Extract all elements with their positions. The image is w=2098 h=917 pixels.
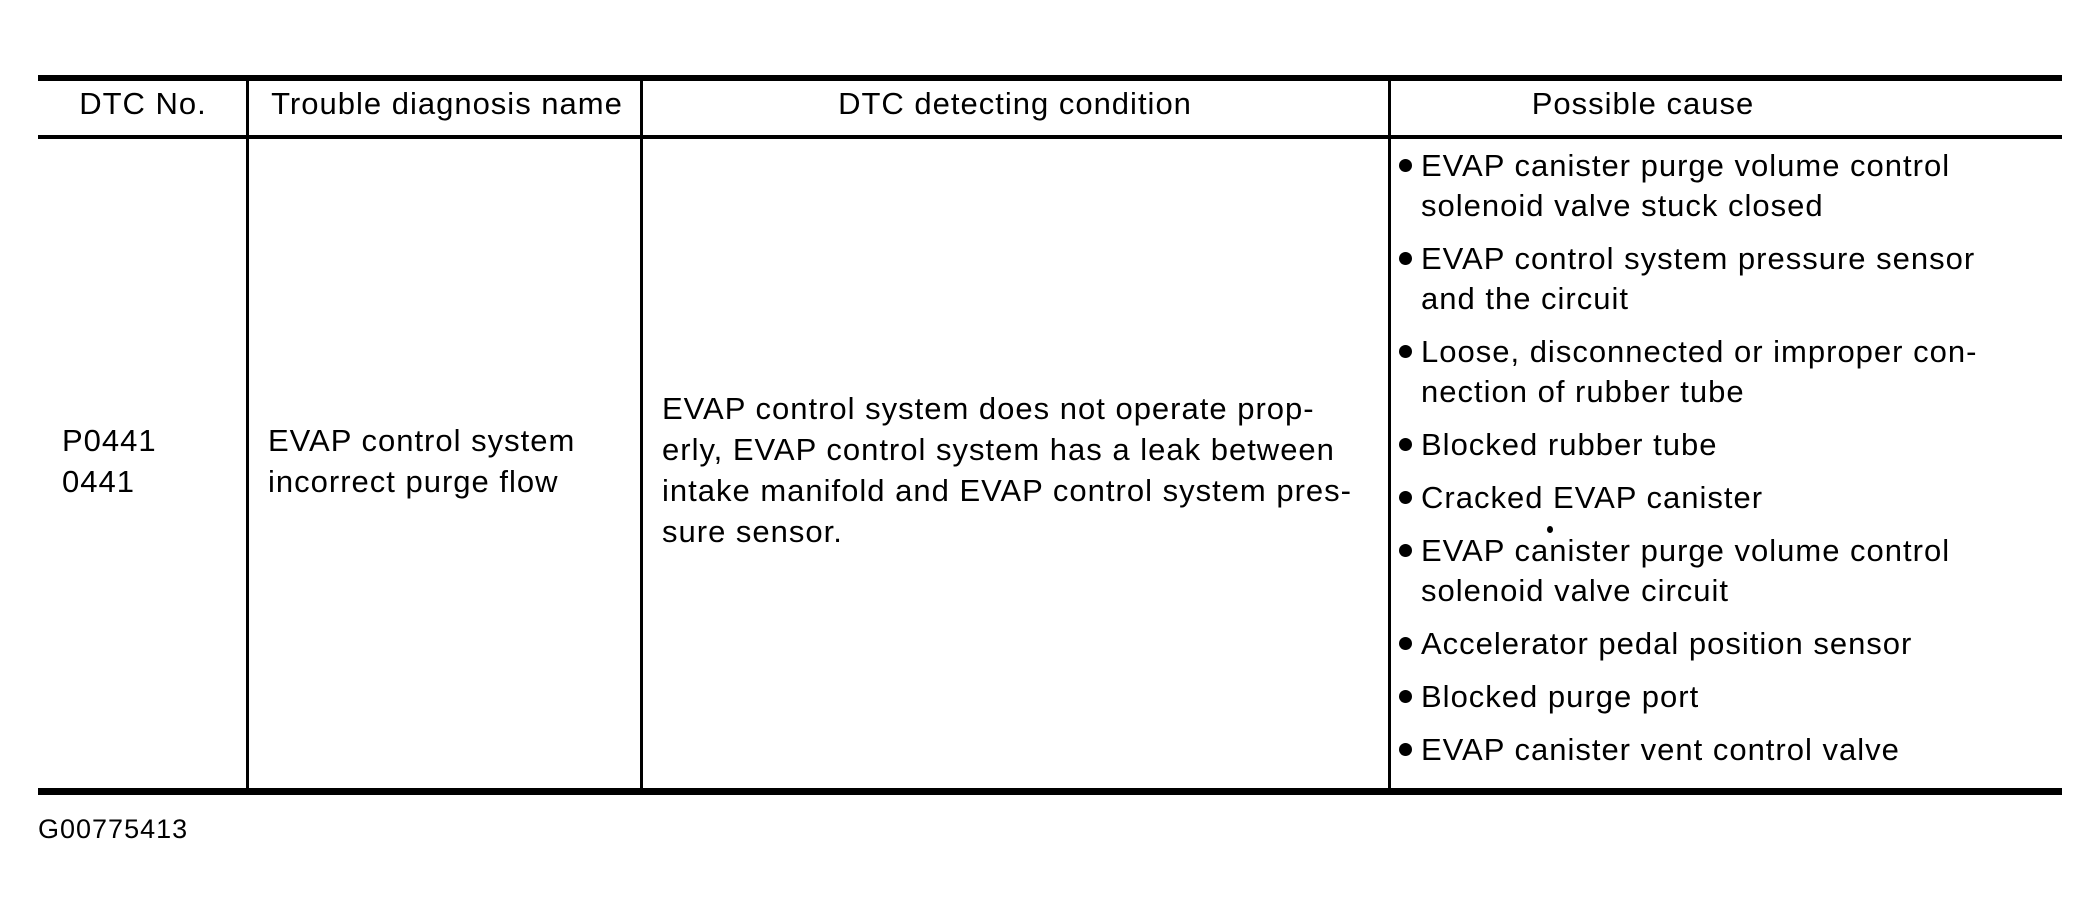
table-bottom-rule bbox=[38, 788, 2062, 795]
cell-dtc-no: P0441 0441 bbox=[62, 423, 157, 499]
possible-cause-text: Cracked EVAP canister bbox=[1421, 480, 1764, 515]
list-item: EVAP canister purge volume control solen… bbox=[1398, 146, 2062, 226]
bullet-icon bbox=[1399, 438, 1412, 451]
list-item: EVAP control system pressure sensor and … bbox=[1398, 239, 2062, 319]
table-top-rule bbox=[38, 75, 2062, 81]
column-header-dtc-detecting-condition: DTC detecting condition bbox=[838, 86, 1192, 121]
possible-cause-text: EVAP canister purge volume control solen… bbox=[1421, 533, 1951, 608]
figure-id: G00775413 bbox=[38, 814, 189, 844]
list-item: Accelerator pedal position sensor bbox=[1398, 624, 2062, 664]
column-divider-3 bbox=[1388, 75, 1391, 793]
possible-cause-text: Loose, disconnected or improper con- nec… bbox=[1421, 334, 1978, 409]
possible-cause-text: Blocked purge port bbox=[1421, 679, 1700, 714]
bullet-icon bbox=[1399, 743, 1412, 756]
list-item: EVAP canister vent control valve bbox=[1398, 730, 2062, 770]
list-item: Blocked rubber tube bbox=[1398, 425, 2062, 465]
possible-cause-text: EVAP canister vent control valve bbox=[1421, 732, 1900, 767]
bullet-icon bbox=[1399, 159, 1412, 172]
list-item: Blocked purge port bbox=[1398, 677, 2062, 717]
scan-artifact-dot bbox=[1547, 526, 1553, 533]
column-header-trouble-diagnosis-name: Trouble diagnosis name bbox=[271, 86, 623, 121]
column-divider-2 bbox=[640, 75, 643, 793]
bullet-icon bbox=[1399, 637, 1412, 650]
column-divider-1 bbox=[246, 75, 249, 793]
list-item: EVAP canister purge volume control solen… bbox=[1398, 531, 2062, 611]
cell-dtc-detecting-condition: EVAP control system does not operate pro… bbox=[662, 391, 1352, 549]
possible-cause-text: EVAP control system pressure sensor and … bbox=[1421, 241, 1976, 316]
table-header-rule bbox=[38, 135, 2062, 139]
bullet-icon bbox=[1399, 544, 1412, 557]
column-header-dtc-no: DTC No. bbox=[79, 86, 207, 121]
bullet-icon bbox=[1399, 491, 1412, 504]
possible-cause-text: Accelerator pedal position sensor bbox=[1421, 626, 1913, 661]
bullet-icon bbox=[1399, 345, 1412, 358]
column-header-possible-cause: Possible cause bbox=[1531, 86, 1755, 121]
possible-cause-list: EVAP canister purge volume control solen… bbox=[1398, 146, 2062, 770]
list-item: Loose, disconnected or improper con- nec… bbox=[1398, 332, 2062, 412]
bullet-icon bbox=[1399, 690, 1412, 703]
list-item: Cracked EVAP canister bbox=[1398, 478, 2062, 518]
possible-cause-text: EVAP canister purge volume control solen… bbox=[1421, 148, 1951, 223]
cell-trouble-diagnosis-name: EVAP control system incorrect purge flow bbox=[268, 423, 576, 499]
possible-cause-text: Blocked rubber tube bbox=[1421, 427, 1718, 462]
bullet-icon bbox=[1399, 252, 1412, 265]
